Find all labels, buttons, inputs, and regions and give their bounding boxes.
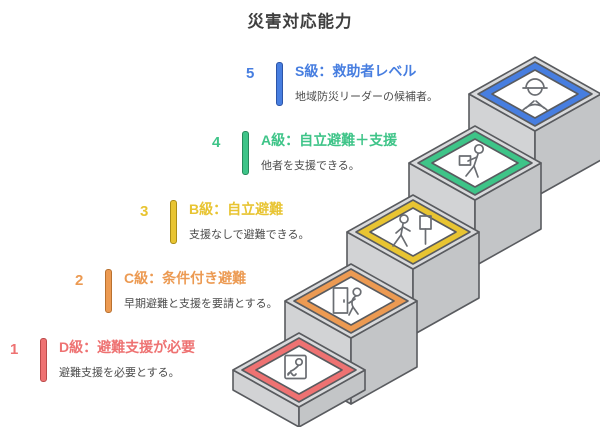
page-title: 災害対応能力 (247, 13, 353, 31)
level-grade-title: D級：避難支援が必要 (59, 339, 196, 355)
level-row-1: 1 D級：避難支援が必要 避難支援を必要とする。 (10, 338, 195, 382)
step-2-right-face (350, 300, 418, 405)
step-4-top-rim (408, 125, 542, 201)
level-number: 1 (10, 341, 19, 358)
level-grade-title: A級：自立避難＋支援 (261, 132, 398, 148)
door-evacuation-person-icon (332, 287, 362, 316)
step-4-right-face (474, 162, 542, 267)
assistance-needed-person-icon (284, 354, 307, 380)
level-number: 4 (212, 134, 221, 151)
step-3-left-face (346, 231, 414, 336)
level-bar (276, 62, 283, 106)
level-bar (40, 338, 47, 382)
step-4-left-face (408, 162, 476, 267)
step-1-diamond-inner (255, 345, 343, 395)
level-row-2: 2 C級：条件付き避難 早期避難と支援を要請とする。 (75, 269, 278, 313)
step-2-diamond (293, 268, 409, 334)
step-1-right-face (298, 369, 366, 427)
level-number: 3 (140, 203, 149, 220)
step-5-diamond (477, 61, 593, 127)
level-bar (170, 200, 177, 244)
step-3-top-rim (346, 194, 480, 270)
level-description: 支援なしで避難できる。 (189, 228, 310, 241)
step-4-diamond-inner (431, 138, 519, 188)
step-1-left-face (232, 369, 300, 427)
step-2-diamond-inner (307, 276, 395, 326)
level-grade-title: S級：救助者レベル (295, 63, 417, 79)
step-5-left-face (468, 93, 536, 198)
level-description: 他者を支援できる。 (261, 159, 360, 172)
step-1-diamond (241, 337, 357, 403)
step-2-top-rim (284, 263, 418, 339)
step-1 (232, 332, 366, 427)
level-number: 5 (246, 65, 255, 82)
step-3 (346, 194, 480, 336)
step-4 (408, 125, 542, 267)
step-3-right-face (412, 231, 480, 336)
level-description: 早期避難と支援を要請とする。 (124, 297, 278, 310)
step-5-top-rim (468, 56, 600, 132)
level-row-3: 3 B級：自立避難 支援なしで避難できる。 (140, 200, 309, 244)
level-description: 地域防災リーダーの候補者。 (295, 90, 438, 103)
level-grade-title: C級：条件付き避難 (124, 270, 247, 286)
person-carrying-supplies-icon (458, 143, 485, 178)
level-row-4: 4 A級：自立避難＋支援 他者を支援できる。 (212, 131, 397, 175)
step-3-diamond (355, 199, 471, 265)
level-number: 2 (75, 272, 84, 289)
level-grade-title: B級：自立避難 (189, 201, 284, 217)
step-5-diamond-inner (491, 69, 579, 119)
step-5 (468, 56, 600, 198)
step-3-diamond-inner (369, 207, 457, 257)
step-2 (284, 263, 418, 405)
level-description: 避難支援を必要とする。 (59, 366, 180, 379)
step-2-left-face (284, 300, 352, 405)
level-bar (242, 131, 249, 175)
level-row-5: 5 S級：救助者レベル 地域防災リーダーの候補者。 (246, 62, 438, 106)
level-bar (105, 269, 112, 313)
step-5-right-face (534, 93, 600, 198)
rescuer-helmet-person-icon (522, 78, 548, 111)
walking-person-exit-sign-icon (392, 214, 432, 247)
step-4-diamond (417, 130, 533, 196)
step-1-top-rim (232, 332, 366, 408)
